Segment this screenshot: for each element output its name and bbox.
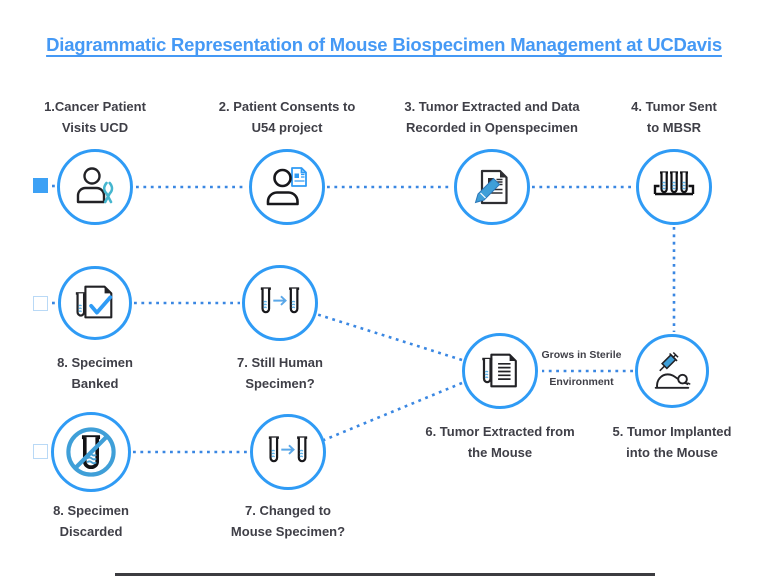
test-tube-report-icon [482, 353, 517, 388]
step8-banked-label: 8. Specimen Banked [57, 355, 133, 392]
tube-to-tube-arrow-icon [260, 287, 300, 314]
node-step7-mouse [250, 414, 326, 490]
patient-ribbon-icon [76, 167, 114, 204]
step7-human-label: 7. Still Human Specimen? [237, 355, 323, 392]
step2-label: 2. Patient Consents to U54 project [218, 99, 356, 136]
person-consent-document-icon [266, 167, 307, 206]
node-step7-human [242, 265, 318, 341]
syringe-mouse-icon [654, 351, 691, 389]
node-step3 [454, 149, 530, 225]
step7-mouse-label: 7. Changed to Mouse Specimen? [230, 503, 346, 540]
step1-label: 1.Cancer Patient Visits UCD [44, 99, 146, 136]
step6-label: 6. Tumor Extracted from the Mouse [425, 424, 575, 461]
tube-to-tube-arrow-icon [268, 436, 308, 463]
test-tube-rack-icon [653, 171, 695, 196]
node-step8-discarded [51, 412, 131, 492]
pen-writing-document-icon [474, 169, 508, 205]
legend-square-outlined-2 [33, 444, 48, 459]
step4-label: 4. Tumor Sent to MBSR [631, 99, 717, 136]
node-step2 [249, 149, 325, 225]
node-step1 [57, 149, 133, 225]
step3-label: 3. Tumor Extracted and Data Recorded in … [404, 99, 580, 136]
bottom-edge-strip [115, 573, 655, 576]
grows-annotation-line1: Grows in Sterile [541, 349, 622, 361]
node-step5 [635, 334, 709, 408]
connector-step6-step7-mouse [323, 381, 463, 442]
node-step4 [636, 149, 712, 225]
legend-square-filled [33, 178, 48, 193]
node-step8-banked [58, 266, 132, 340]
page-title: Diagrammatic Representation of Mouse Bio… [46, 34, 722, 55]
step5-label: 5. Tumor Implanted into the Mouse [612, 424, 732, 461]
step8-discarded-label: 8. Specimen Discarded [53, 503, 129, 540]
tube-check-document-icon [75, 285, 113, 319]
node-step6 [462, 333, 538, 409]
tube-prohibited-icon [66, 427, 116, 477]
connector-step6-step7-human [315, 312, 463, 362]
legend-square-outlined-1 [33, 296, 48, 311]
grows-annotation-line2: Environment [549, 376, 614, 388]
